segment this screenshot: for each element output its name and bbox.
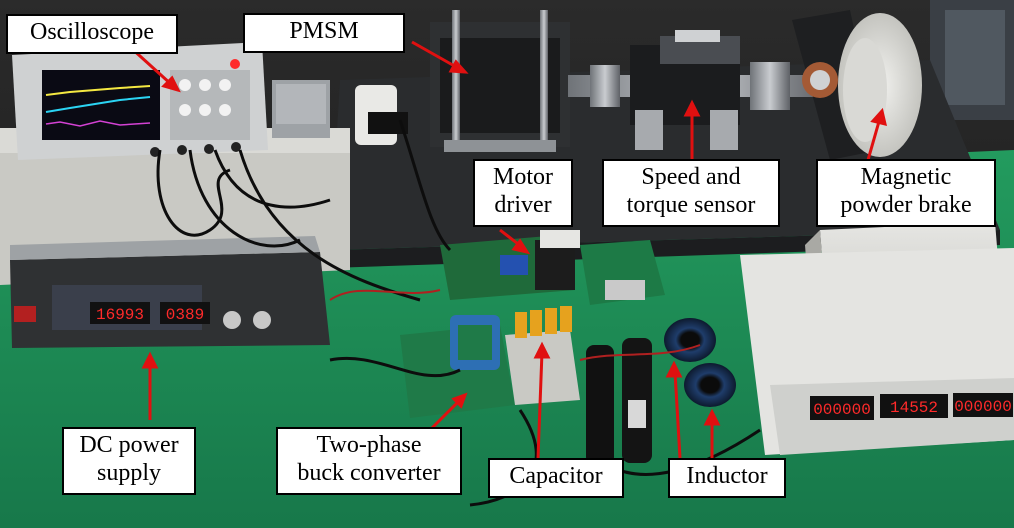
meter-readout-3: 000000 — [954, 398, 1012, 416]
label-pmsm: PMSM — [243, 13, 405, 53]
inductor-toroid-2 — [684, 363, 736, 407]
meter-readout-1: 000000 — [813, 401, 871, 419]
pmsm-motor — [430, 10, 570, 152]
arrow-inductor-1 — [673, 371, 682, 459]
current-probes — [586, 338, 652, 465]
power-supply-current-readout: 0389 — [166, 306, 204, 324]
power-supply-voltage-readout: 16993 — [96, 306, 144, 324]
label-inductor: Inductor — [668, 458, 786, 498]
label-motor-driver: Motor driver — [473, 159, 573, 227]
inductor-toroid-1 — [664, 318, 716, 362]
arrow-capacitor — [536, 351, 544, 459]
motor-driver-board — [440, 230, 665, 305]
label-oscilloscope: Oscilloscope — [6, 14, 178, 54]
dc-power-supply-device: 16993 0389 — [10, 236, 330, 348]
label-capacitor: Capacitor — [488, 458, 624, 498]
arrow-pmsm — [411, 40, 459, 70]
label-dc-power-supply: DC power supply — [62, 427, 196, 495]
label-buck-converter: Two-phase buck converter — [276, 427, 462, 495]
oscilloscope-device — [12, 42, 268, 160]
arrow-buck — [428, 398, 462, 432]
annotation-arrows — [128, 40, 888, 459]
label-speed-torque-sensor: Speed and torque sensor — [602, 159, 780, 227]
torque-sensor — [630, 30, 740, 150]
label-magnetic-powder-brake: Magnetic powder brake — [816, 159, 996, 227]
meter-readout-2: 14552 — [890, 399, 938, 417]
speed-torque-meter: 000000 14552 000000 — [740, 248, 1014, 455]
arrow-brake — [866, 117, 882, 161]
